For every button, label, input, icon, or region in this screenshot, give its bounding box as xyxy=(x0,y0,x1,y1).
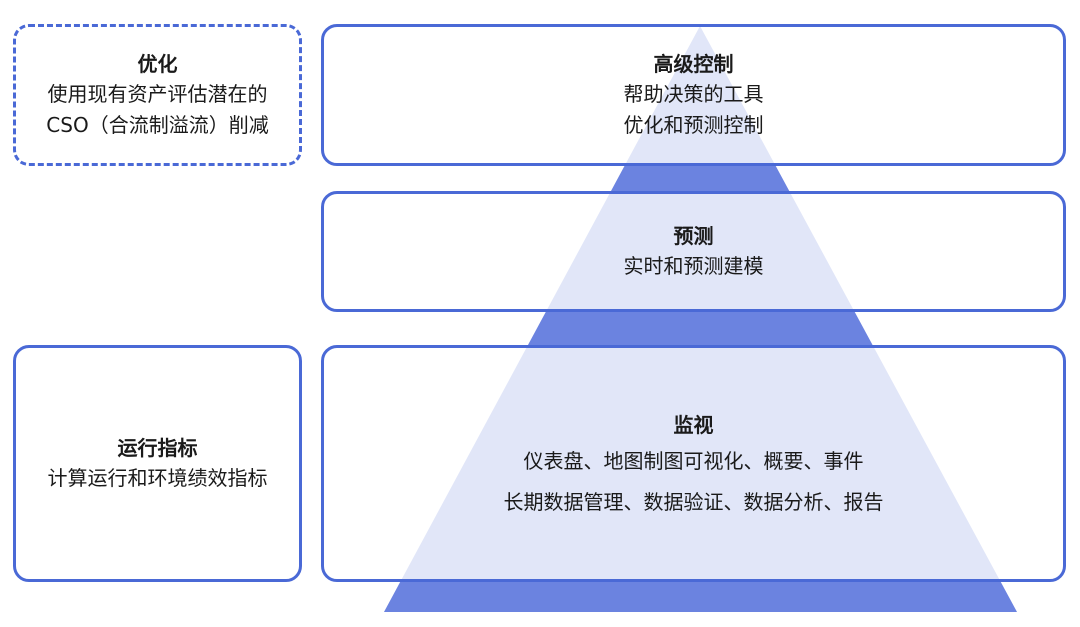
monitoring-line-1: 仪表盘、地图制图可视化、概要、事件 xyxy=(523,448,864,473)
advanced-control-line-1: 帮助决策的工具 xyxy=(623,82,764,106)
advanced-control-line-2: 优化和预测控制 xyxy=(623,113,764,137)
forecast-title: 预测 xyxy=(673,224,714,248)
operational-metrics-line-1: 计算运行和环境绩效指标 xyxy=(47,466,268,490)
optimize-box: 优化 使用现有资产评估潜在的 CSO（合流制溢流）削减 xyxy=(13,24,302,166)
advanced-control-title: 高级控制 xyxy=(653,52,734,76)
pyramid-band-middle xyxy=(384,312,1017,345)
optimize-line-1: 使用现有资产评估潜在的 xyxy=(47,82,268,106)
monitoring-line-2: 长期数据管理、数据验证、数据分析、报告 xyxy=(503,489,884,514)
pyramid-band-upper xyxy=(384,166,1017,191)
monitoring-title: 监视 xyxy=(673,412,714,437)
operational-metrics-box: 运行指标 计算运行和环境绩效指标 xyxy=(13,345,302,582)
optimize-title: 优化 xyxy=(137,52,178,76)
forecast-box: 预测 实时和预测建模 xyxy=(321,191,1066,312)
optimize-line-2: CSO（合流制溢流）削减 xyxy=(46,113,269,137)
monitoring-box: 监视 仪表盘、地图制图可视化、概要、事件 长期数据管理、数据验证、数据分析、报告 xyxy=(321,345,1066,582)
pyramid-band-base xyxy=(384,582,1017,612)
forecast-line-1: 实时和预测建模 xyxy=(623,254,764,278)
advanced-control-box: 高级控制 帮助决策的工具 优化和预测控制 xyxy=(321,24,1066,166)
operational-metrics-title: 运行指标 xyxy=(117,436,198,460)
